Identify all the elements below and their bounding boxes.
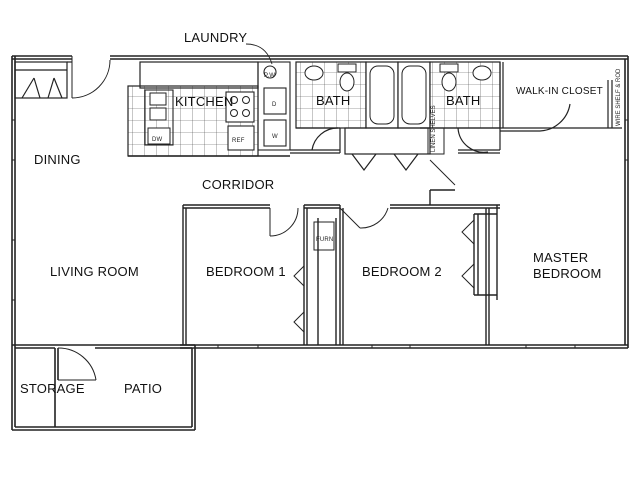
bath-2 [397,61,501,129]
laundry-label: LAUNDRY [184,30,248,45]
kitchen [127,61,259,157]
refrigerator-label: REF [232,138,245,144]
patio-label: PATIO [124,381,163,396]
linen-shelves-label: LINEN SHELVES [431,105,437,152]
storage-label: STORAGE [20,381,85,396]
water-heater-label: P.W [264,73,276,79]
bedroom-doors [269,159,475,333]
bath-doors [290,127,500,171]
master-bedroom-label-line2: BEDROOM [533,266,602,281]
master-bedroom-label-line1: MASTER [533,250,589,265]
laundry-closet [245,43,291,151]
washer-label: W [272,134,278,140]
bath-1 [295,61,399,129]
dining-label: DINING [34,152,81,167]
walk-in-closet-label: WALK-IN CLOSET [516,86,603,97]
windows [12,119,628,348]
interior-walls [128,155,500,345]
corridor-label: CORRIDOR [202,177,275,192]
entry-door [71,56,111,99]
kitchen-label: KITCHEN [175,94,234,109]
dishwasher-label: DW [152,137,163,143]
bedroom-2-label: BEDROOM 2 [362,264,442,279]
furnace-label: FURN [316,237,334,243]
living-room-label: LIVING ROOM [50,264,139,279]
wire-shelf-label: WIRE SHELF & ROD [616,68,622,126]
dryer-label: D [272,102,277,108]
bath-1-label: BATH [316,93,351,108]
coat-closet [14,61,72,99]
walk-in-closet [499,62,622,150]
bedroom-1-label: BEDROOM 1 [206,264,286,279]
exterior-walls [11,55,629,431]
bath-2-label: BATH [446,93,481,108]
storage-door [57,347,97,381]
